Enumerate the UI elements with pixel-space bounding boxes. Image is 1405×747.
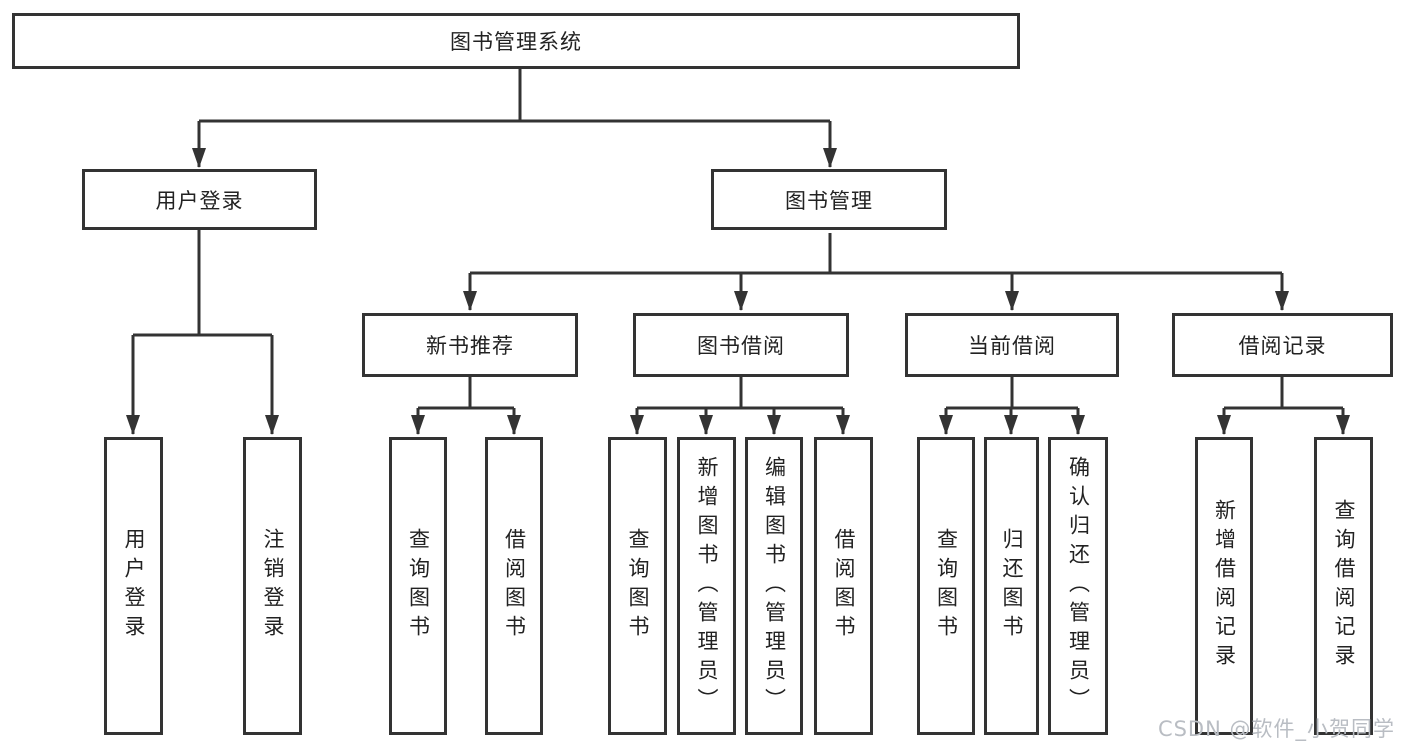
leaf-return-books: 归还图书	[984, 437, 1039, 735]
leaf-label: 确认归还（管理员）	[1066, 455, 1091, 717]
node-current-borrowing: 当前借阅	[905, 313, 1119, 377]
leaf-label: 查询借阅记录	[1332, 499, 1356, 673]
leaf-label: 查询图书	[626, 528, 650, 644]
node-book-management: 图书管理	[711, 169, 947, 230]
node-borrow-records: 借阅记录	[1172, 313, 1393, 377]
leaf-borrow-books: 借阅图书	[814, 437, 873, 735]
node-label: 图书借阅	[697, 334, 785, 358]
leaf-edit-books-admin: 编辑图书（管理员）	[745, 437, 803, 735]
leaf-add-borrow-record: 新增借阅记录	[1195, 437, 1253, 735]
node-new-book-recommend: 新书推荐	[362, 313, 578, 377]
leaf-query-books-borrowing: 查询图书	[608, 437, 667, 735]
leaf-label: 编辑图书（管理员）	[762, 455, 787, 717]
node-book-borrowing: 图书借阅	[633, 313, 849, 377]
node-label: 新书推荐	[426, 334, 514, 358]
leaf-add-books-admin: 新增图书（管理员）	[677, 437, 736, 735]
leaf-label: 查询图书	[406, 528, 431, 644]
leaf-query-books-current: 查询图书	[917, 437, 975, 735]
node-library-management-system: 图书管理系统	[12, 13, 1020, 69]
leaf-label: 归还图书	[1000, 528, 1024, 644]
leaf-label: 借阅图书	[502, 528, 527, 644]
leaf-label: 借阅图书	[832, 528, 856, 644]
leaf-user-login: 用户登录	[104, 437, 163, 735]
leaf-query-borrow-record: 查询借阅记录	[1314, 437, 1373, 735]
leaf-label: 新增图书（管理员）	[695, 455, 719, 717]
leaf-label: 查询图书	[934, 528, 959, 644]
leaf-query-books-recommend: 查询图书	[389, 437, 447, 735]
leaf-borrow-books-recommend: 借阅图书	[485, 437, 543, 735]
leaf-logout: 注销登录	[243, 437, 302, 735]
leaf-label: 新增借阅记录	[1212, 499, 1237, 673]
leaf-label: 用户登录	[122, 528, 146, 644]
node-label: 当前借阅	[968, 334, 1056, 358]
node-label: 用户登录	[155, 188, 244, 213]
leaf-label: 注销登录	[261, 528, 285, 644]
node-user-login: 用户登录	[82, 169, 317, 230]
node-label: 图书管理系统	[450, 30, 582, 54]
node-label: 图书管理	[785, 188, 873, 213]
leaf-confirm-return-admin: 确认归还（管理员）	[1048, 437, 1108, 735]
node-label: 借阅记录	[1238, 334, 1327, 358]
